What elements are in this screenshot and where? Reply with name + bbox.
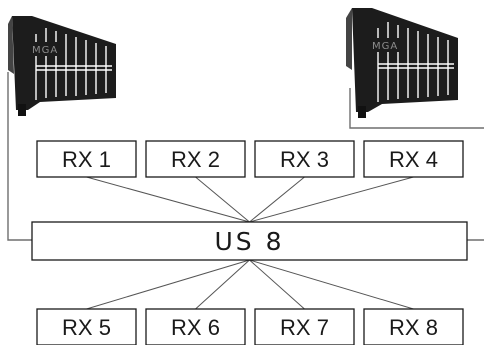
rx-row-top: RX 1 RX 2 RX 3 RX 4 (36, 140, 464, 178)
receiver-rx7-label: RX 7 (280, 315, 329, 340)
left-antenna: MGA (8, 16, 116, 116)
receiver-rx1: RX 1 (36, 140, 137, 178)
connector-line-rx8 (249, 259, 414, 310)
connector-line-rx6 (195, 259, 250, 310)
receiver-rx8-label: RX 8 (389, 315, 438, 340)
connector-line-rx3 (249, 176, 305, 223)
hub-label: US 8 (214, 227, 284, 256)
right-antenna-cable (349, 88, 484, 129)
fan-connector-lines (86, 176, 414, 310)
receiver-rx4-label: RX 4 (389, 147, 438, 172)
connector-line-rx7 (249, 259, 305, 310)
receiver-rx6-label: RX 6 (171, 315, 220, 340)
left-antenna-logo: MGA (32, 45, 58, 56)
receiver-rx2: RX 2 (145, 140, 246, 178)
receiver-rx5-label: RX 5 (62, 315, 111, 340)
left-antenna-cable (7, 72, 32, 241)
receiver-rx3: RX 3 (254, 140, 355, 178)
right-antenna-logo: MGA (372, 41, 398, 52)
receiver-rx5: RX 5 (36, 308, 137, 345)
receiver-rx8: RX 8 (363, 308, 464, 345)
receiver-rx2-label: RX 2 (171, 147, 220, 172)
connector-line-rx5 (86, 259, 250, 310)
hub-us8: US 8 (31, 221, 468, 261)
receiver-rx4: RX 4 (363, 140, 464, 178)
connector-line-rx4 (249, 176, 414, 223)
receiver-rx6: RX 6 (145, 308, 246, 345)
right-antenna: MGA (346, 8, 458, 118)
receiver-rx1-label: RX 1 (62, 147, 111, 172)
receiver-rx7: RX 7 (254, 308, 355, 345)
rx-row-bottom: RX 5 RX 6 RX 7 RX 8 (36, 308, 464, 345)
connector-line-rx1 (86, 176, 250, 223)
connector-line-rx2 (195, 176, 250, 223)
receiver-rx3-label: RX 3 (280, 147, 329, 172)
